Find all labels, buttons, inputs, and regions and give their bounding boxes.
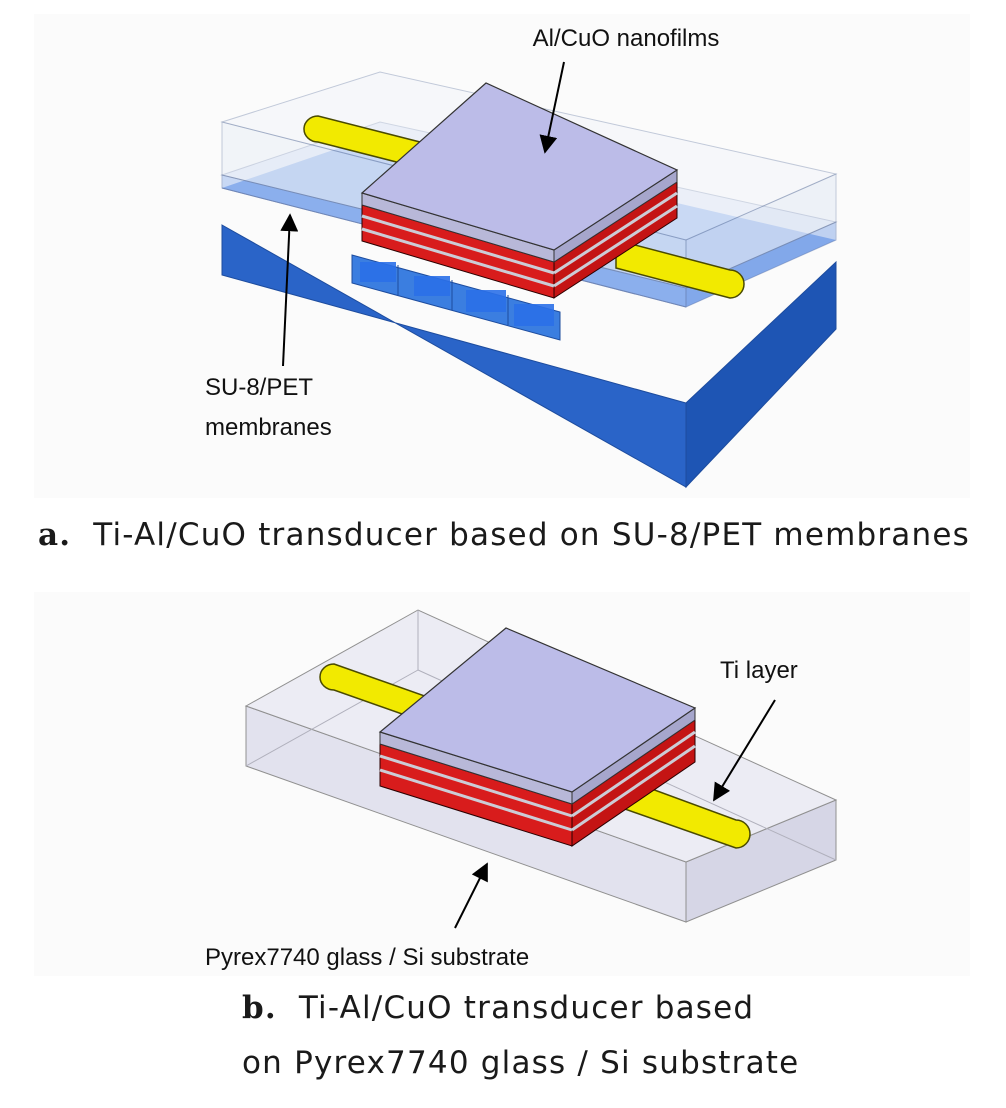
nanofilm-arrow — [539, 61, 565, 154]
al-cuo-nanofilm-stack — [360, 82, 679, 299]
ti-electrodes — [303, 115, 745, 299]
substrate-arrow — [454, 862, 488, 929]
panel-a-svg: Al/CuO nanofilms SU-8/PET membranes — [34, 14, 970, 498]
caption-a: a. Ti-Al/CuO transducer based on SU-8/PET… — [38, 517, 970, 553]
panel-a-diagram: Al/CuO nanofilms SU-8/PET membranes — [0, 0, 1006, 500]
microchannels — [351, 254, 561, 341]
caption-b-tag: b. — [242, 990, 277, 1026]
membrane-arrow — [280, 213, 299, 367]
label-su8-pet-line1: SU-8/PET — [205, 374, 313, 401]
ti-layer-arrow — [713, 699, 776, 802]
al-cuo-nanofilm-stack-b — [378, 627, 697, 847]
label-su8-pet-line2: membranes — [205, 414, 332, 441]
label-pyrex-substrate: Pyrex7740 glass / Si substrate — [205, 944, 529, 971]
panel-b-svg: Ti layer Pyrex7740 glass / Si substrate — [34, 592, 970, 976]
caption-b-text-1: Ti-Al/CuO transducer based — [298, 990, 755, 1026]
caption-a-text: Ti-Al/CuO transducer based on SU-8/PET m… — [93, 517, 970, 553]
label-ti-layer: Ti layer — [720, 657, 798, 684]
caption-b-line1: b. Ti-Al/CuO transducer based — [242, 990, 754, 1026]
caption-a-tag: a. — [38, 517, 72, 553]
label-al-cuo-nanofilms: Al/CuO nanofilms — [533, 25, 720, 52]
caption-b-text-2: on Pyrex7740 glass / Si substrate — [242, 1045, 800, 1081]
panel-b-diagram: Ti layer Pyrex7740 glass / Si substrate — [0, 592, 1006, 976]
caption-b-line2: on Pyrex7740 glass / Si substrate — [242, 1045, 799, 1081]
